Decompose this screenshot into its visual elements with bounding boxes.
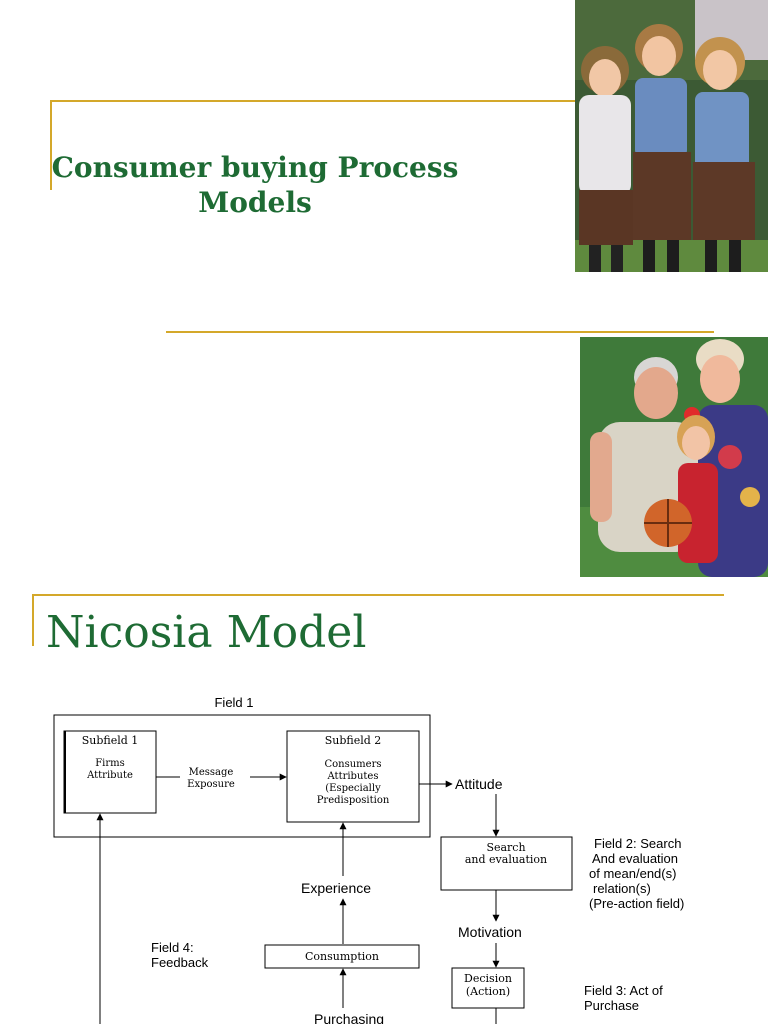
slide-title-text: Consumer buying Process Models [30,150,480,220]
subfield2-line4: Predisposition [317,795,390,806]
field1-box [53,714,431,838]
attitude-label: Attitude [455,776,503,792]
search-line1: Search [486,841,525,854]
field3-line1: Field 3: Act of [584,983,663,998]
gold-rule-vertical [50,100,52,190]
field2-line3: of mean/end(s) [589,866,676,881]
photo-three-girls [575,0,768,272]
slide-photo [0,290,768,586]
subfield2-box [286,730,420,823]
consumption-box [264,944,420,969]
search-box [440,836,573,891]
nicosia-diagram: Field 1 Subfield 1 Firms Attribute Messa… [53,695,684,1024]
gold-rule-vertical-3 [32,594,34,646]
decision-line2: (Action) [466,985,510,998]
field2-line4: relation(s) [593,881,651,896]
subfield2-title: Subfield 2 [325,734,382,747]
gold-rule-horizontal-2 [166,331,714,333]
decision-line1: Decision [464,972,512,985]
gold-rule-horizontal [50,100,575,102]
field2-line2: And evaluation [592,851,678,866]
nicosia-title: Nicosia Model [46,607,367,658]
message-line2: Exposure [187,779,235,790]
search-line2: and evaluation [465,853,547,866]
decision-box [451,967,525,1009]
photo-grandparents-with-girl [580,337,768,577]
title-line-1: Consumer buying Process [51,151,459,184]
subfield1-line1: Firms [95,758,125,769]
subfield2-line1: Consumers [325,759,382,770]
field2-line5: (Pre-action field) [589,896,684,911]
field4-line2: Feedback [151,955,209,970]
purchasing-label: Purchasing [314,1011,384,1024]
slide-nicosia-model: Nicosia Model Field 1 Subfield 1 Firms A… [0,586,768,1024]
message-line1: Message [189,767,234,778]
subfield2-line3: (Especially [325,783,381,794]
consumption-label: Consumption [305,950,379,963]
subfield2-line2: Attributes [327,771,379,782]
slide-title: Consumer buying Process Models [0,0,768,290]
field1-label: Field 1 [214,695,253,710]
experience-label: Experience [301,880,371,896]
field4-line1: Field 4: [151,940,194,955]
field2-line1: Field 2: Search [594,836,681,851]
title-line-2: Models [198,186,312,219]
field3-line2: Purchase [584,998,639,1013]
motivation-label: Motivation [458,924,522,940]
gold-rule-horizontal-3 [32,594,724,596]
subfield1-title: Subfield 1 [82,734,139,747]
subfield1-line2: Attribute [86,770,133,781]
